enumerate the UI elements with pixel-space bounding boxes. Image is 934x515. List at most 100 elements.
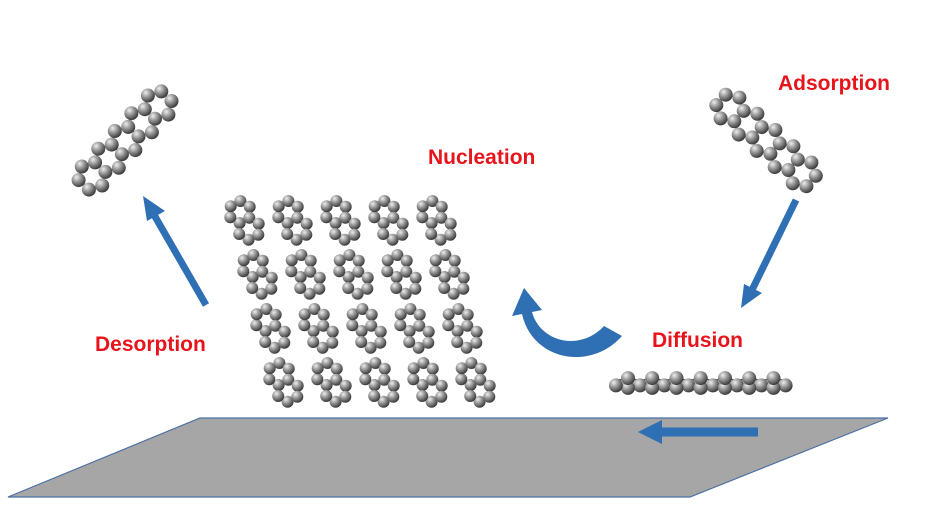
atom (342, 271, 355, 283)
atom (281, 395, 294, 408)
atom (381, 265, 394, 278)
atom (359, 373, 372, 386)
atom (320, 211, 333, 224)
atom (718, 371, 732, 386)
atom (470, 336, 483, 349)
atom (394, 308, 407, 321)
atom (265, 271, 278, 284)
atom (781, 163, 796, 177)
atom (390, 282, 403, 294)
atom (269, 308, 282, 321)
atom (285, 265, 298, 278)
atom (164, 94, 179, 108)
atom (396, 217, 409, 230)
atom (304, 254, 317, 267)
atom (224, 211, 237, 224)
atom (435, 379, 448, 392)
atom (298, 319, 311, 332)
atom (416, 379, 429, 391)
atom (693, 371, 708, 386)
atom (438, 282, 451, 294)
atom (718, 87, 733, 102)
atom (348, 228, 361, 241)
atom (268, 341, 281, 354)
atom (243, 211, 256, 224)
atom (422, 336, 435, 349)
atom (387, 379, 400, 392)
atom (111, 160, 126, 175)
desorption-arrow (143, 196, 210, 307)
atom (772, 136, 787, 151)
atom (303, 287, 316, 300)
atom (804, 155, 819, 170)
atom (657, 378, 672, 393)
atom (473, 395, 486, 408)
atom (439, 249, 452, 261)
atom (390, 271, 403, 283)
atom (426, 373, 439, 386)
substrate-plane (7, 417, 889, 498)
atom (317, 308, 330, 321)
atom (455, 373, 468, 386)
atom (333, 265, 346, 278)
atom (330, 195, 343, 207)
atom (444, 228, 457, 241)
atom (425, 395, 438, 408)
atom (304, 265, 317, 278)
atom (407, 362, 420, 375)
atom (365, 308, 378, 321)
atom (104, 137, 119, 152)
atom (438, 271, 451, 283)
atom (272, 390, 285, 402)
atom (300, 228, 313, 241)
atom (407, 373, 420, 386)
atom (333, 254, 346, 267)
atom (224, 200, 237, 213)
atom (444, 217, 457, 230)
atom (278, 336, 291, 349)
atom (260, 303, 273, 315)
atom (259, 325, 272, 337)
atom (391, 249, 404, 261)
atom (785, 176, 800, 191)
atom (346, 319, 359, 332)
atom (409, 271, 422, 284)
atom (460, 341, 473, 354)
atom (396, 228, 409, 241)
atom (400, 265, 413, 278)
desorption-label: Desorption (95, 333, 206, 356)
atom (416, 390, 429, 402)
atom (140, 88, 155, 103)
atom (365, 319, 378, 332)
atom (378, 195, 391, 207)
atom (330, 362, 343, 375)
atom (750, 106, 765, 121)
atom (256, 254, 269, 267)
atom (387, 211, 400, 224)
atom (154, 84, 169, 99)
atom (247, 249, 260, 261)
atom (409, 282, 422, 295)
atom (233, 217, 246, 229)
atom (727, 114, 742, 129)
atom (608, 378, 623, 393)
atom (148, 111, 162, 126)
atom (400, 254, 413, 267)
atom (88, 155, 103, 170)
atom (461, 319, 474, 332)
atom (114, 147, 129, 162)
atom (291, 211, 304, 224)
atom (246, 271, 259, 283)
atom (369, 357, 382, 369)
atom (374, 325, 387, 338)
atom (422, 325, 435, 338)
atom (339, 200, 352, 213)
atom (417, 357, 430, 369)
atom (234, 195, 247, 207)
atom (326, 336, 339, 349)
atom (121, 119, 136, 134)
atom (426, 195, 439, 207)
atom (435, 211, 448, 224)
atom (320, 379, 333, 391)
